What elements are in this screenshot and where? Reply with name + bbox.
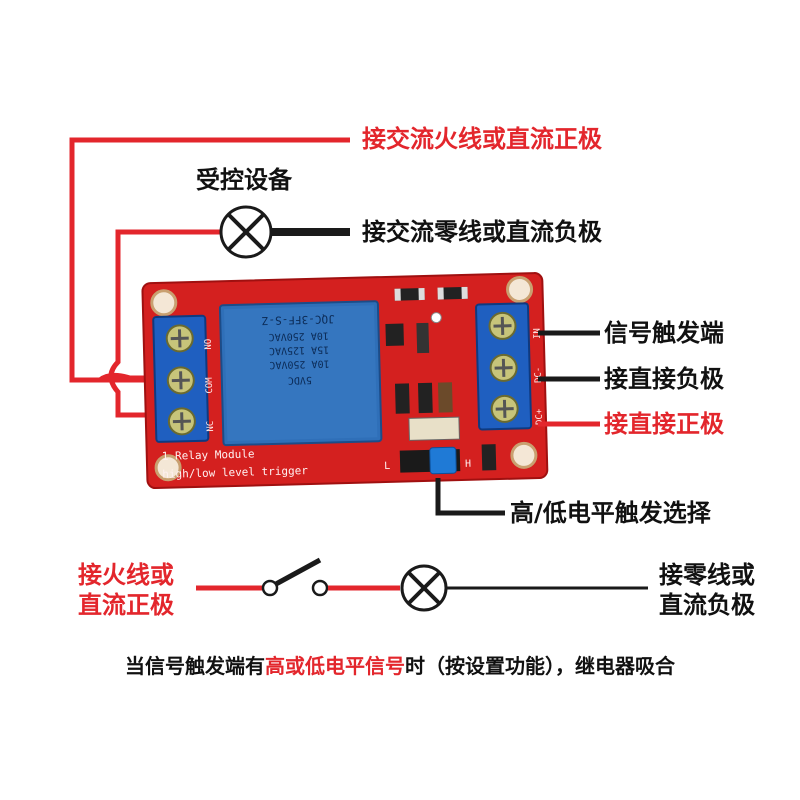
- jumper-label-h: H: [465, 459, 471, 470]
- red-wire-com: [98, 372, 160, 383]
- label-signal-trigger: 信号触发端: [604, 319, 724, 347]
- caption-part1: 当信号触发端有: [125, 654, 265, 678]
- switch-icon: [261, 557, 329, 597]
- silk-module: 1 Relay Module: [162, 447, 255, 462]
- lamp-icon-bottom: [400, 564, 448, 612]
- label-dc-positive: 接直接正极: [604, 410, 724, 438]
- label-dc-negative: 接直接负极: [604, 365, 724, 393]
- terminal-block-right: [475, 302, 533, 431]
- caption-highlight: 高或低电平信号: [265, 654, 405, 678]
- relay-rating-1: 10A 250VAC: [268, 329, 328, 342]
- pin-label-dc-plus: DC+: [535, 408, 545, 425]
- wire-level-select: [435, 478, 505, 516]
- pin-label-no: NO: [204, 339, 214, 350]
- relay-rating-2: 15A 125VAC: [269, 343, 329, 356]
- relay-rating-3: 10A 250VAC: [269, 357, 329, 370]
- pin-label-in: IN: [533, 328, 543, 339]
- pin-label-com: COM: [205, 377, 215, 394]
- jumper-label-l: L: [384, 461, 390, 472]
- label-live-line2: 直流正极: [78, 591, 174, 619]
- relay-model-text: JQC-3FF-S-Z: [261, 312, 335, 327]
- lamp-icon-top: [219, 205, 273, 259]
- label-controlled-device: 受控设备: [196, 166, 292, 194]
- relay-component: [218, 300, 383, 447]
- silk-trigger: high/low level trigger: [162, 464, 308, 481]
- level-jumper: [399, 446, 461, 475]
- label-neutral-line1: 接零线或: [659, 561, 755, 589]
- relay-module-board: NO COM NC JQC-3FF-S-Z 10A 250VAC 15A 125…: [141, 272, 549, 490]
- label-live-line1: 接火线或: [78, 561, 174, 589]
- pin-label-nc: NC: [206, 421, 216, 432]
- label-ac-neutral-dc-negative: 接交流零线或直流负极: [362, 218, 602, 246]
- caption-part2: 时（按设置功能），继电器吸合: [405, 654, 675, 678]
- label-ac-live-dc-positive: 接交流火线或直流正极: [362, 125, 602, 153]
- smd-components: [385, 286, 497, 471]
- terminal-block-left: [152, 314, 210, 443]
- label-neutral-line2: 直流负极: [659, 591, 755, 619]
- label-level-select: 高/低电平触发选择: [510, 499, 711, 527]
- relay-coil: 5VDC: [288, 374, 312, 386]
- pin-label-dc-minus: DC-: [534, 367, 544, 384]
- bottom-caption: 当信号触发端有高或低电平信号时（按设置功能），继电器吸合: [0, 650, 800, 679]
